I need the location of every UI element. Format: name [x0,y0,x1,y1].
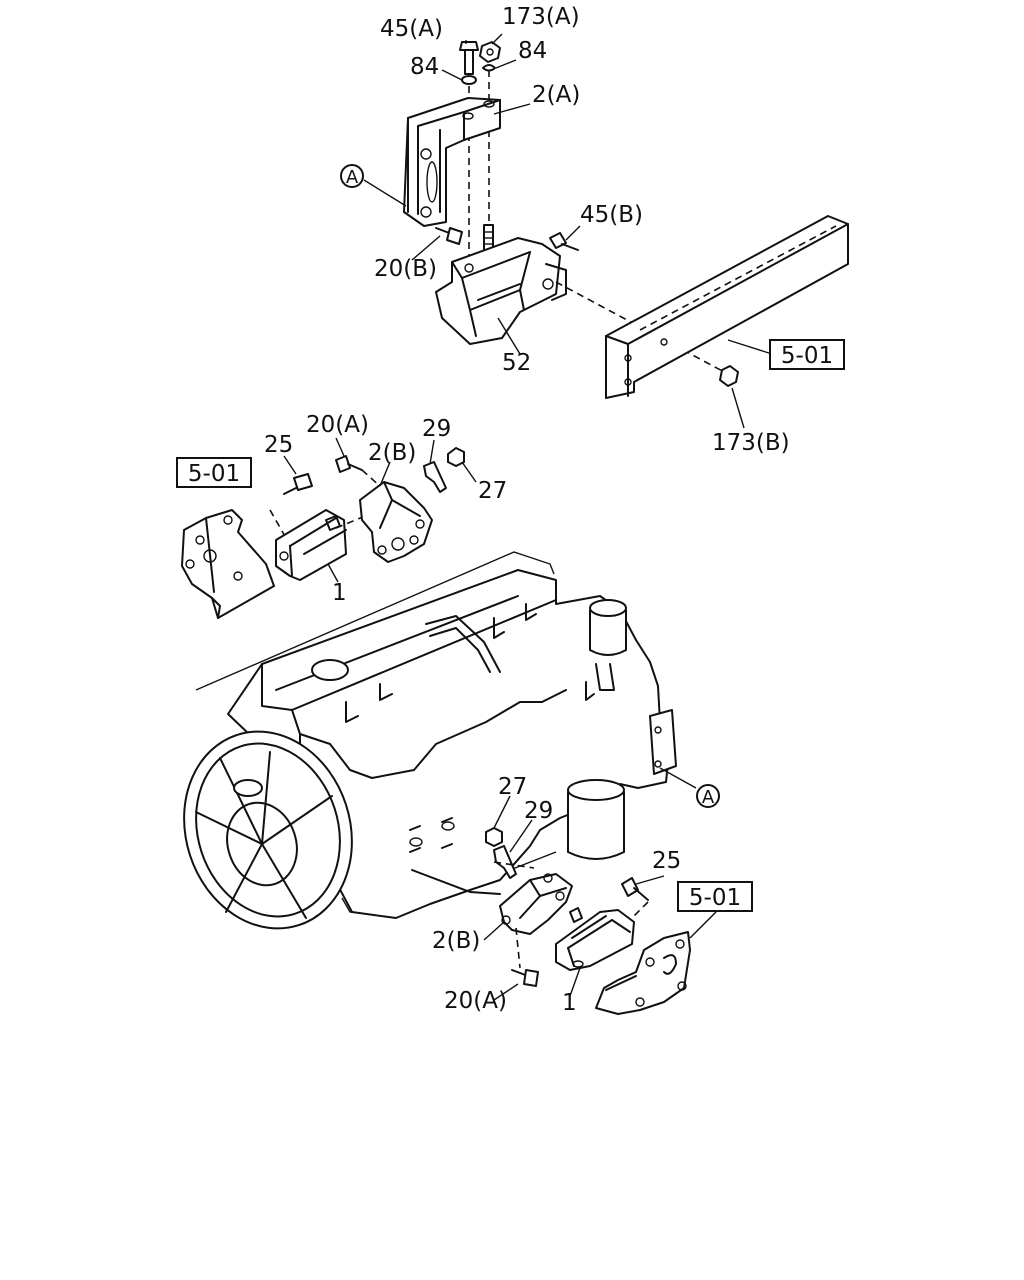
label-part-52: 52 [502,350,531,376]
callout-labels: 45(A) 173(A) 84 84 2(A) A 45(B) 20(B) 52… [176,4,845,1016]
fan-wheel [183,730,353,930]
frame-bracket-left [181,509,275,619]
rubber-mount-1-upper [275,509,347,581]
ref-501-top-box [769,339,845,370]
label-part-27-lower: 27 [498,774,527,800]
bolt-20a-upper [335,455,363,473]
label-part-20b: 20(B) [374,256,437,282]
label-part-1-upper: 1 [332,580,347,606]
nut-173b [719,365,739,387]
label-ref-501-top: 5-01 [781,343,833,369]
front-mount-left-assembly [181,437,477,619]
label-part-20a-upper: 20(A) [306,412,369,438]
frame-rail-top [605,215,849,399]
bracket-2b-upper [359,481,433,563]
rear-mount-assembly [363,33,849,429]
label-part-2a: 2(A) [532,82,580,108]
rubber-mount-52 [435,237,567,345]
label-part-2b-upper: 2(B) [368,440,416,466]
label-ref-a-engine: A [702,787,715,808]
nut-173a [479,41,501,63]
front-mount-right-assembly [483,795,717,1015]
rubber-mount-1-lower [555,909,635,971]
label-part-84-right: 84 [518,38,547,64]
label-ref-501-left: 5-01 [188,461,240,487]
label-part-84-left: 84 [410,54,439,80]
fuel-filter [589,599,627,691]
label-ref-501-right: 5-01 [689,885,741,911]
label-part-45b: 45(B) [580,202,643,228]
bolt-25-lower [621,877,649,901]
bolt-25-upper [283,473,313,495]
label-part-45a: 45(A) [380,16,443,42]
bracket-2b-lower [499,873,573,935]
frame-bracket-right [595,931,691,1015]
washer-84-left [461,75,477,85]
label-part-173b: 173(B) [712,430,790,456]
label-part-25-lower: 25 [652,848,681,874]
label-part-173a: 173(A) [502,4,580,30]
ref-501-left-box [176,457,252,488]
nut-27-upper [447,447,465,467]
label-part-25-upper: 25 [264,432,293,458]
label-part-1-lower: 1 [562,990,577,1016]
oil-filter [567,779,625,860]
label-part-29-upper: 29 [422,416,451,442]
bolt-20a-lower [511,969,539,987]
bolt-45a [459,41,479,75]
ref-a-engine-circle [696,784,720,808]
spacer-29-upper [423,461,447,493]
label-ref-a-top: A [346,167,359,188]
ref-a-top-circle [340,164,364,188]
washer-84-right [482,64,496,72]
bolt-20b [435,227,463,245]
label-part-2b-lower: 2(B) [432,928,480,954]
label-part-27-upper: 27 [478,478,507,504]
label-part-29-lower: 29 [524,798,553,824]
nut-27-lower [485,827,503,847]
bolt-45b [549,232,579,251]
bracket-2a [403,97,501,227]
label-part-20a-lower: 20(A) [444,988,507,1014]
ref-501-right-box [677,881,753,912]
